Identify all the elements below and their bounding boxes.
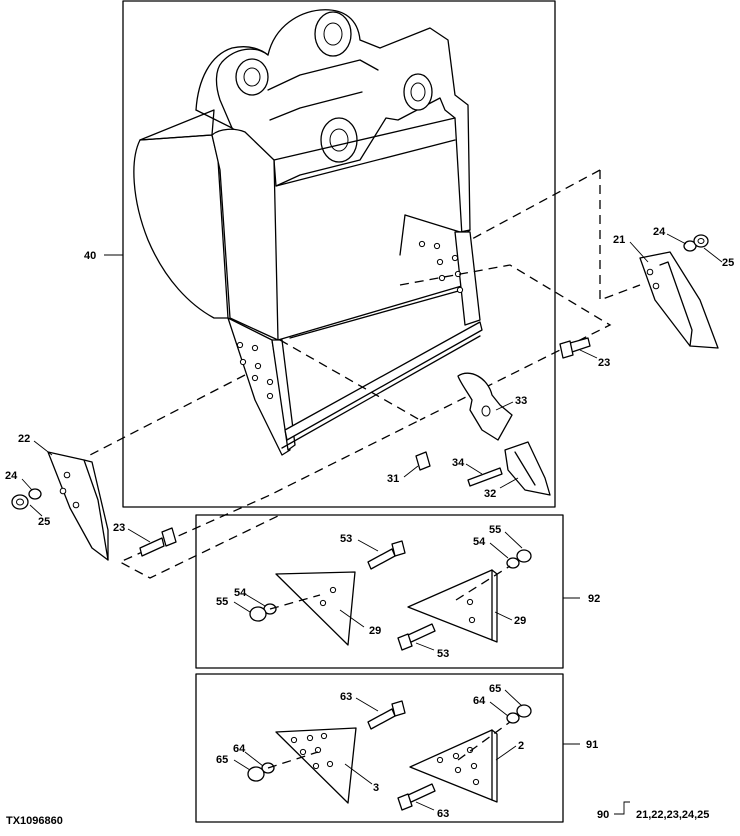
projection-lines bbox=[89, 169, 641, 579]
bucket-frame bbox=[122, 0, 556, 508]
callout-65: 65 bbox=[489, 683, 501, 695]
callout-34: 34 bbox=[452, 457, 465, 469]
side-plate-holes bbox=[236, 240, 464, 400]
callout-32: 32 bbox=[484, 488, 496, 500]
kit-91-parts bbox=[247, 700, 532, 811]
callout-64: 64 bbox=[233, 743, 246, 755]
callout-63: 63 bbox=[437, 808, 449, 820]
bucket-40 bbox=[133, 9, 483, 456]
callout-55: 55 bbox=[489, 524, 501, 536]
callout-53: 53 bbox=[437, 648, 449, 660]
callout-63: 63 bbox=[340, 691, 352, 703]
callout-29: 29 bbox=[369, 625, 381, 637]
bolt-23-left bbox=[139, 527, 177, 557]
leader-lines bbox=[21, 233, 723, 815]
callout-25: 25 bbox=[38, 516, 50, 528]
callout-65: 65 bbox=[216, 754, 228, 766]
nut-washer-right bbox=[683, 234, 709, 252]
callout-24: 24 bbox=[5, 470, 18, 482]
kit-92-frame bbox=[195, 514, 564, 669]
side-cutter-22 bbox=[47, 451, 109, 561]
callout-23: 23 bbox=[598, 357, 610, 369]
kit-91-frame bbox=[195, 673, 564, 823]
group-note-item: 90 bbox=[597, 809, 609, 821]
callout-92: 92 bbox=[588, 593, 600, 605]
side-cutter-21 bbox=[639, 251, 719, 349]
callout-31: 31 bbox=[387, 473, 399, 485]
tooth-assembly bbox=[415, 372, 551, 496]
callout-24: 24 bbox=[653, 226, 666, 238]
callout-21: 21 bbox=[613, 234, 625, 246]
bolt-23-right bbox=[559, 337, 591, 359]
callout-labels: 40 21 24 25 23 33 34 31 32 22 24 25 23 5… bbox=[5, 226, 734, 820]
callout-25: 25 bbox=[722, 257, 734, 269]
callout-2: 2 bbox=[518, 740, 524, 752]
callout-40: 40 bbox=[84, 250, 96, 262]
callout-91: 91 bbox=[586, 739, 598, 751]
callout-54: 54 bbox=[234, 587, 247, 599]
group-note-members: 21,22,23,24,25 bbox=[636, 809, 709, 821]
callout-3: 3 bbox=[373, 782, 379, 794]
callout-22: 22 bbox=[18, 433, 30, 445]
figure-id: TX1096860 bbox=[6, 815, 63, 827]
callout-33: 33 bbox=[515, 395, 527, 407]
callout-23: 23 bbox=[113, 522, 125, 534]
callout-29: 29 bbox=[514, 615, 526, 627]
callout-54: 54 bbox=[473, 536, 486, 548]
nut-washer-left bbox=[11, 488, 42, 510]
callout-64: 64 bbox=[473, 695, 486, 707]
callout-55: 55 bbox=[216, 596, 228, 608]
kit-92-parts bbox=[249, 540, 532, 651]
callout-53: 53 bbox=[340, 533, 352, 545]
